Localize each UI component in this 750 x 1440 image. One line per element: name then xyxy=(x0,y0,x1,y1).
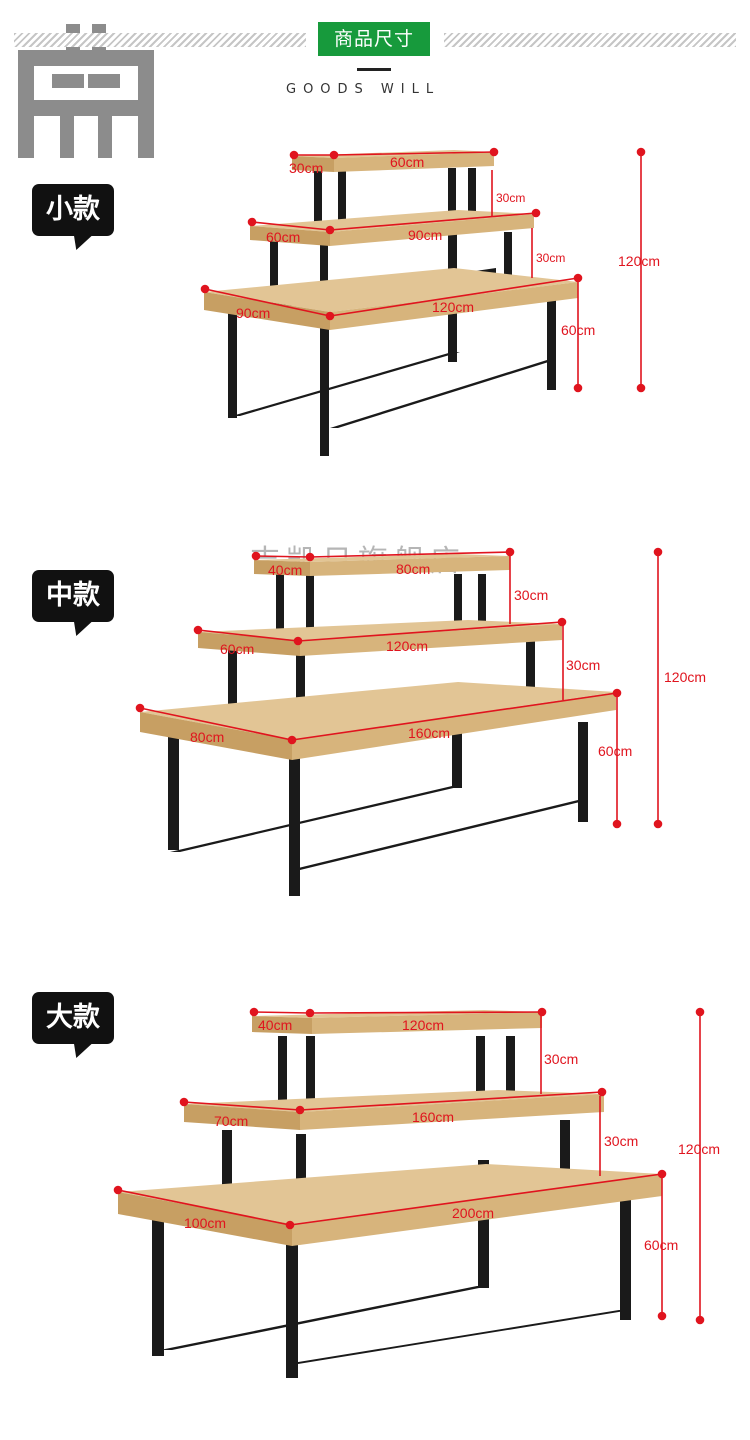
variant-badge-large: 大款 xyxy=(32,992,114,1044)
label-gap-mid: 30cm xyxy=(536,251,565,265)
section-title: 商品尺寸 xyxy=(318,22,430,56)
variant-badge-medium: 中款 xyxy=(32,570,114,622)
label-leg-height: 60cm xyxy=(598,743,632,759)
label-top-depth: 40cm xyxy=(268,562,302,578)
label-mid-depth: 70cm xyxy=(214,1113,248,1129)
header-decoration-left xyxy=(14,33,306,47)
rack-diagram-small: 30cm 60cm 30cm 60cm 90cm 30cm 90cm 120cm… xyxy=(200,147,660,456)
label-top-width: 120cm xyxy=(402,1017,444,1033)
label-top-width: 60cm xyxy=(390,154,424,170)
label-gap-top: 30cm xyxy=(514,587,548,603)
title-underline xyxy=(357,68,391,71)
label-mid-width: 160cm xyxy=(412,1109,454,1125)
rack-diagram-large: 40cm 120cm 30cm 70cm 160cm 30cm 100cm 20… xyxy=(113,1007,720,1378)
label-mid-width: 90cm xyxy=(408,227,442,243)
label-mid-width: 120cm xyxy=(386,638,428,654)
label-gap-top: 30cm xyxy=(496,191,525,205)
wood-shelves xyxy=(204,150,578,330)
dimension-lines xyxy=(113,1007,705,1325)
label-bottom-depth: 80cm xyxy=(190,729,224,745)
label-total-height: 120cm xyxy=(678,1141,720,1157)
wood-shelves xyxy=(118,1010,662,1246)
label-bottom-depth: 100cm xyxy=(184,1215,226,1231)
label-gap-mid: 30cm xyxy=(566,657,600,673)
label-leg-height: 60cm xyxy=(644,1237,678,1253)
label-bottom-depth: 90cm xyxy=(236,305,270,321)
label-total-height: 120cm xyxy=(618,253,660,269)
label-bottom-width: 200cm xyxy=(452,1205,494,1221)
label-total-height: 120cm xyxy=(664,669,706,685)
label-leg-height: 60cm xyxy=(561,322,595,338)
rack-diagram-medium: 40cm 80cm 30cm 60cm 120cm 30cm 80cm 160c… xyxy=(135,547,706,896)
wood-shelves xyxy=(140,554,616,760)
label-top-depth: 30cm xyxy=(289,160,323,176)
variant-badge-small: 小款 xyxy=(32,184,114,236)
brand-logo xyxy=(18,24,154,158)
dimension-lines xyxy=(135,547,663,829)
label-mid-depth: 60cm xyxy=(266,229,300,245)
label-top-depth: 40cm xyxy=(258,1017,292,1033)
label-bottom-width: 160cm xyxy=(408,725,450,741)
label-gap-top: 30cm xyxy=(544,1051,578,1067)
label-mid-depth: 60cm xyxy=(220,641,254,657)
section-subtitle: GOODS WILL xyxy=(286,82,441,97)
label-top-width: 80cm xyxy=(396,561,430,577)
header-decoration-right xyxy=(444,33,736,47)
label-gap-mid: 30cm xyxy=(604,1133,638,1149)
label-bottom-width: 120cm xyxy=(432,299,474,315)
dimension-lines xyxy=(200,147,646,393)
